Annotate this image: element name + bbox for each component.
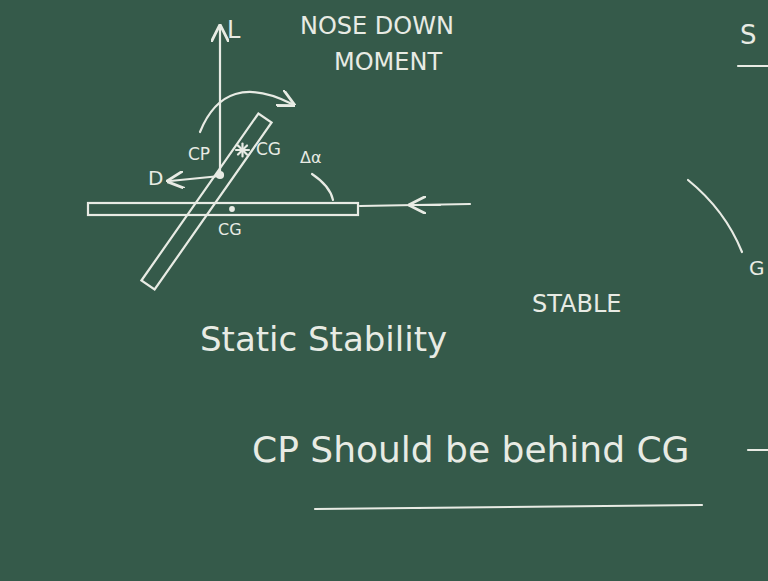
point-label: CG [218,222,242,238]
angle-arc [312,174,333,200]
moment-label: NOSE DOWN [300,14,454,38]
point-label: CP [188,146,210,163]
level-wing [88,203,358,215]
moment-arc [200,92,292,132]
note-label: STABLE [532,292,621,316]
pitched-wing [141,114,271,290]
heading-note: Static Stability [200,322,447,356]
point-label: CG [256,141,281,158]
cp-dot [217,172,223,178]
cg-dot [230,207,234,211]
partial-arc [688,180,742,252]
cg-asterisk [236,144,249,157]
partial-dash [748,449,768,451]
partial-underline [738,65,768,67]
freestream-line [360,204,470,206]
force-label: L [227,18,240,42]
moment-label: MOMENT [334,50,442,74]
rule-note: CP Should be behind CG [252,432,690,468]
underline [315,505,702,509]
drag-arrow [170,176,220,181]
partial-letter: S [740,22,757,48]
force-label: D [148,168,163,188]
freestream-arrow [412,204,440,206]
angle-label: Δα [300,150,322,166]
partial-letter: G [749,258,765,278]
